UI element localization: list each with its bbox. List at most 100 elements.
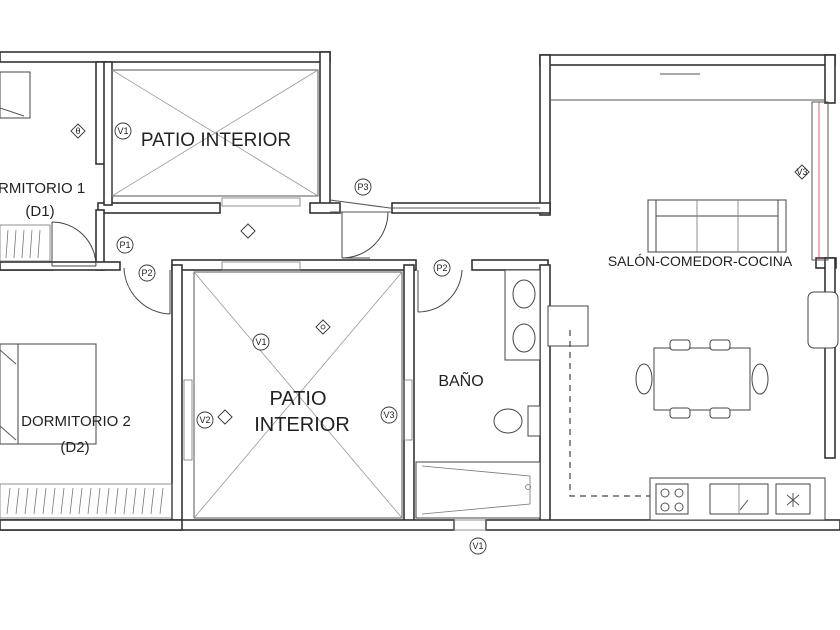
patio-mid: PATIO INTERIOR <box>183 261 413 519</box>
wardrobe-hanger <box>96 487 101 515</box>
bathtub-inner <box>421 465 531 515</box>
svg-text:V3: V3 <box>383 410 394 420</box>
wardrobe-hanger <box>132 487 137 515</box>
wall-patio-top-left <box>103 61 113 206</box>
hob-star-icon <box>786 493 800 507</box>
wardrobe-hanger <box>78 487 83 515</box>
svg-text:P1: P1 <box>119 240 130 250</box>
p3-door[interactable] <box>341 211 389 259</box>
svg-text:P2: P2 <box>141 268 152 278</box>
wardrobe-hanger <box>105 487 110 515</box>
d2-pillow-b <box>0 425 17 441</box>
patio-top: PATIO INTERIOR <box>111 69 319 207</box>
wall-bottom-d2 <box>0 519 183 531</box>
room-label-patio-mid-2: INTERIOR <box>254 414 350 436</box>
wardrobe-hanger <box>60 487 65 515</box>
wall-salon-left <box>539 54 551 216</box>
vent-icon <box>217 409 233 425</box>
room-label-salon: SALÓN-COMEDOR-COCINA <box>608 253 793 269</box>
d1-door[interactable] <box>51 221 97 267</box>
tag-v3: V3 <box>380 406 398 424</box>
wall-corridor-top-b <box>309 202 341 214</box>
patio-top-diag-b <box>111 69 319 197</box>
wall-d1-right-low <box>95 209 105 271</box>
patio-top-window <box>221 197 301 207</box>
svg-text:V1: V1 <box>472 541 483 551</box>
wall-bath-right <box>539 264 551 526</box>
sofa-arm-left <box>647 199 657 253</box>
wardrobe-hanger <box>159 487 164 515</box>
svg-text:V3: V3 <box>796 167 807 177</box>
room-label-patio-top: PATIO INTERIOR <box>141 130 291 151</box>
room-label-d1: RMITORIO 1 <box>0 180 85 197</box>
walls <box>0 51 840 531</box>
tag-v3-salon: V3 <box>796 167 807 177</box>
wardrobe-hanger <box>6 487 11 515</box>
bath-sink-2 <box>512 323 536 353</box>
patio-top-frame <box>111 69 319 197</box>
bottom-window <box>453 519 487 531</box>
room-label-bano: BAÑO <box>438 370 483 390</box>
room-code-d2: (D2) <box>60 439 89 456</box>
bath-door[interactable] <box>417 269 463 313</box>
wall-corridor-bottom-c <box>471 259 549 271</box>
kitchen-dashed-outline <box>569 330 650 497</box>
dormitorio-1: RMITORIO 1 (D1) <box>0 71 97 267</box>
wardrobe-hanger <box>42 487 47 515</box>
wall-right-lower <box>824 257 836 459</box>
wall-patio-top-right <box>319 51 331 213</box>
room-label-patio-mid-1: PATIO <box>269 388 326 410</box>
tag-v1-patio: V1 <box>252 333 270 351</box>
bath-sink-1 <box>512 279 536 309</box>
toilet-tank <box>527 405 541 437</box>
svg-text:P2: P2 <box>436 263 447 273</box>
patio-mid-window-top <box>221 261 301 271</box>
sensor-icons: θ <box>70 123 810 425</box>
d2-bed-head <box>0 343 19 445</box>
armchair <box>807 291 839 349</box>
d2-wardrobe-hangers <box>6 487 164 515</box>
d1-bed <box>0 71 31 119</box>
patio-mid-window-right <box>403 379 413 441</box>
wardrobe-hanger <box>141 487 146 515</box>
salon: SALÓN-COMEDOR-COCINA <box>547 199 839 521</box>
sofa-back <box>655 199 779 217</box>
tag-v1-bottom: V1 <box>469 537 487 555</box>
svg-text:V1: V1 <box>255 337 266 347</box>
room-label-d2: DORMITORIO 2 <box>21 413 131 430</box>
bathtub <box>415 461 541 519</box>
wardrobe-hanger <box>15 487 20 515</box>
wardrobe-hanger <box>114 487 119 515</box>
tag-p2-hall: P2 <box>138 264 156 282</box>
sofa-arm-right <box>777 199 787 253</box>
tag-v1-top: V1 <box>114 122 132 140</box>
d1-wardrobe <box>0 224 51 262</box>
dining-chairs <box>635 339 769 419</box>
toilet-bowl <box>493 408 523 434</box>
smoke-icon <box>315 319 331 335</box>
wall-top-left <box>0 51 331 63</box>
tag-p2-bath: P2 <box>433 259 451 277</box>
tag-v2: V2 <box>196 411 214 429</box>
corridor-angled-line <box>329 199 540 209</box>
d2-pillow-a <box>0 349 17 365</box>
svg-text:θ: θ <box>75 126 80 136</box>
cooktop <box>655 483 689 515</box>
kitchen-column <box>547 305 589 347</box>
wardrobe-hanger <box>69 487 74 515</box>
bano: BAÑO <box>415 269 541 519</box>
wardrobe-hanger <box>51 487 56 515</box>
d2-door[interactable] <box>123 267 171 315</box>
wall-top-right <box>539 54 836 66</box>
salon-right-window <box>811 101 829 261</box>
wardrobe-hanger <box>33 487 38 515</box>
wardrobe-hanger <box>123 487 128 515</box>
tag-p1: P1 <box>116 236 134 254</box>
bathtub-drain <box>525 484 531 490</box>
patio-mid-frame <box>193 271 403 519</box>
d2-wardrobe <box>0 483 173 519</box>
wall-bottom-right <box>485 519 840 531</box>
switch-icon <box>240 223 256 239</box>
room-code-d1: (D1) <box>25 203 54 220</box>
